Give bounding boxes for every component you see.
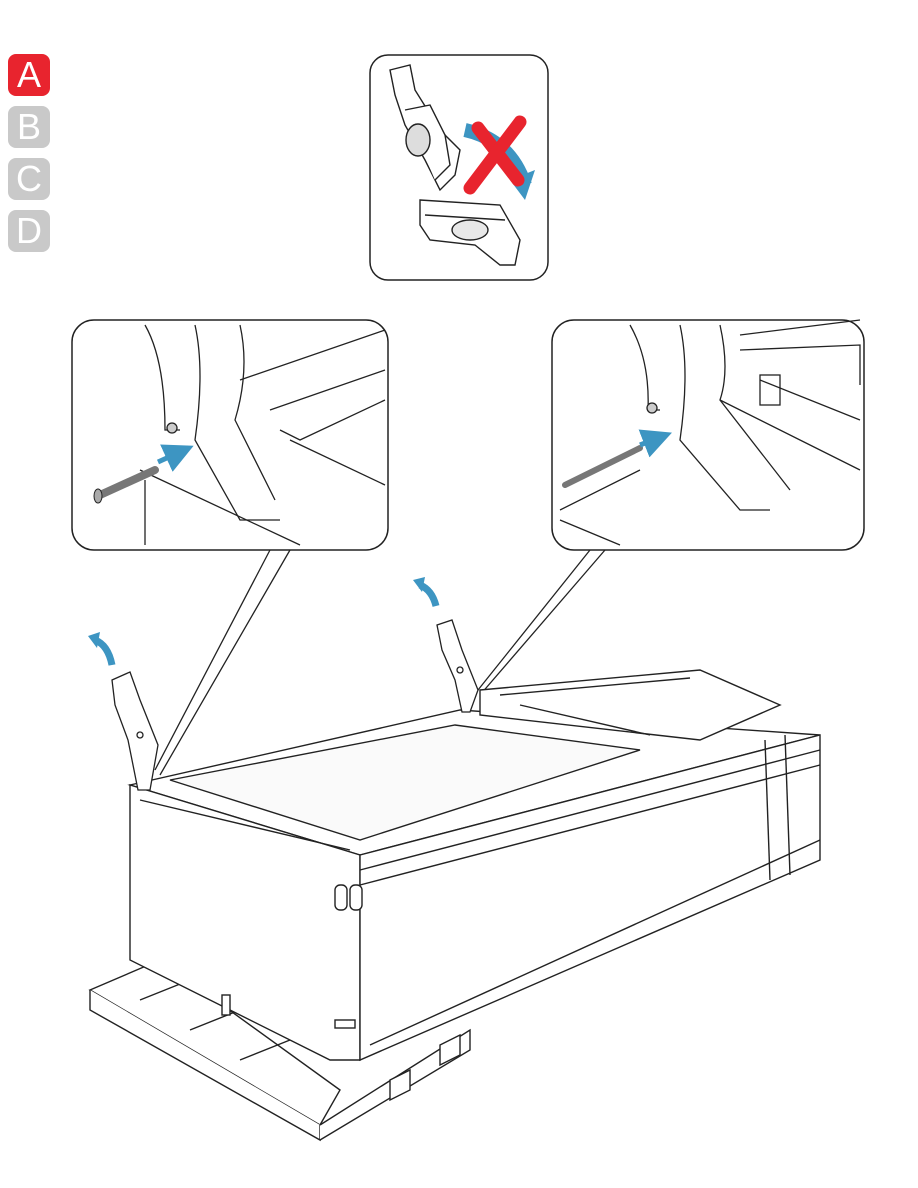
hinge-left xyxy=(112,672,158,790)
hinge-right xyxy=(437,620,478,712)
left-pin-callout xyxy=(72,320,388,550)
right-pin-callout xyxy=(552,320,864,550)
lift-arrow-left xyxy=(88,632,112,665)
warning-callout xyxy=(370,55,548,280)
lift-arrow-right xyxy=(413,577,436,606)
container-box-icon xyxy=(130,670,820,1060)
